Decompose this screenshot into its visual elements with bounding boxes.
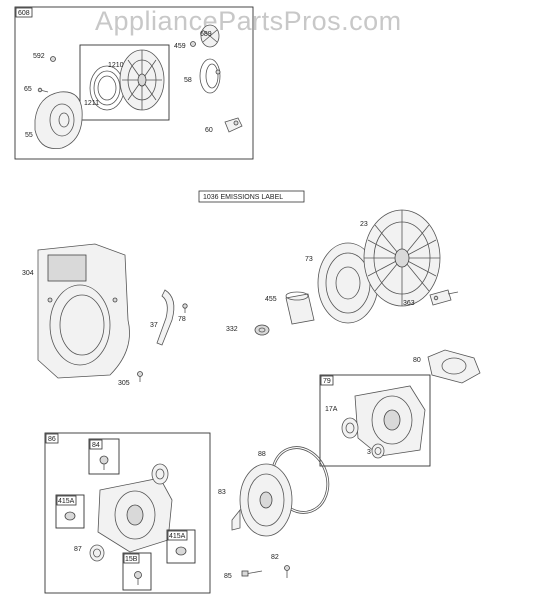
part-80[interactable] [427, 349, 481, 384]
box-15b-tag [123, 553, 140, 564]
label-332: 332 [226, 326, 238, 333]
part-689[interactable] [200, 24, 220, 48]
part-459[interactable] [190, 41, 196, 47]
label-58: 58 [184, 77, 192, 84]
box-608 [14, 6, 254, 160]
label-455: 455 [265, 296, 277, 303]
label-592: 592 [33, 53, 45, 60]
box-86-label: 86 [48, 436, 56, 443]
box-15b [122, 552, 152, 591]
box-84 [88, 438, 120, 475]
box-415a-left-label: 415A [58, 498, 75, 505]
part-82[interactable] [284, 565, 290, 579]
part-65-head [37, 87, 43, 93]
emissions-label: 1036 EMISSIONS LABEL [203, 194, 283, 201]
part-78[interactable] [182, 303, 188, 313]
box-415a-right-label: 415A [169, 533, 186, 540]
box-15b-label: 15B [125, 556, 138, 563]
label-87: 87 [74, 546, 82, 553]
part-304[interactable] [37, 243, 130, 379]
part-83[interactable] [231, 463, 293, 537]
part-87[interactable] [89, 544, 105, 562]
label-85: 85 [224, 573, 232, 580]
box-79 [319, 374, 431, 467]
label-1211: 1211 [84, 100, 99, 107]
label-459: 459 [174, 43, 186, 50]
box-415a-right [166, 529, 196, 564]
box-84-tag [89, 439, 103, 450]
watermark: AppliancePartsPros.com [95, 6, 402, 36]
part-305[interactable] [137, 371, 143, 383]
label-73: 73 [305, 256, 313, 263]
box-608-tag [15, 7, 33, 18]
label-23: 23 [360, 221, 368, 228]
box-608-label: 608 [18, 10, 30, 17]
part-3[interactable] [371, 443, 385, 459]
label-55: 55 [25, 132, 33, 139]
box-86-tag [45, 433, 59, 444]
label-60: 60 [205, 127, 213, 134]
label-3: 3 [367, 449, 371, 456]
part-55[interactable] [34, 91, 83, 149]
part-1210[interactable] [119, 49, 165, 111]
part-415a-right[interactable] [175, 546, 187, 556]
part-86[interactable] [97, 477, 173, 553]
part-60[interactable] [224, 117, 243, 133]
part-17a[interactable] [341, 417, 359, 439]
part-85[interactable] [241, 570, 263, 577]
part-455[interactable] [285, 291, 315, 325]
label-305: 305 [118, 380, 130, 387]
label-80: 80 [413, 357, 421, 364]
box-pulley [79, 44, 170, 121]
part-79[interactable] [354, 385, 426, 457]
part-86-bearing[interactable] [151, 463, 169, 485]
label-1210: 1210 [108, 62, 124, 69]
box-415a-left [55, 494, 85, 529]
part-37[interactable] [156, 289, 175, 346]
box-415a-left-tag [56, 495, 77, 506]
box-415a-right-tag [167, 530, 188, 541]
emissions-label-box [198, 190, 305, 203]
label-78: 78 [178, 316, 186, 323]
box-86 [44, 432, 211, 594]
part-363[interactable] [429, 289, 459, 306]
part-332[interactable] [254, 324, 270, 336]
label-17a: 17A [325, 406, 338, 413]
box-79-label: 79 [323, 378, 331, 385]
part-592[interactable] [50, 56, 56, 62]
part-23[interactable] [363, 209, 441, 307]
label-304: 304 [22, 270, 34, 277]
label-65: 65 [24, 86, 32, 93]
label-82: 82 [271, 554, 279, 561]
box-84-label: 84 [92, 442, 100, 449]
label-689: 689 [200, 31, 212, 38]
label-363: 363 [403, 300, 415, 307]
label-83: 83 [218, 489, 226, 496]
part-84[interactable] [99, 455, 109, 470]
label-37: 37 [150, 322, 158, 329]
part-15b[interactable] [134, 571, 142, 586]
part-58[interactable] [199, 58, 221, 94]
box-79-tag [320, 375, 334, 386]
part-415a-left[interactable] [64, 511, 76, 521]
label-88: 88 [258, 451, 266, 458]
